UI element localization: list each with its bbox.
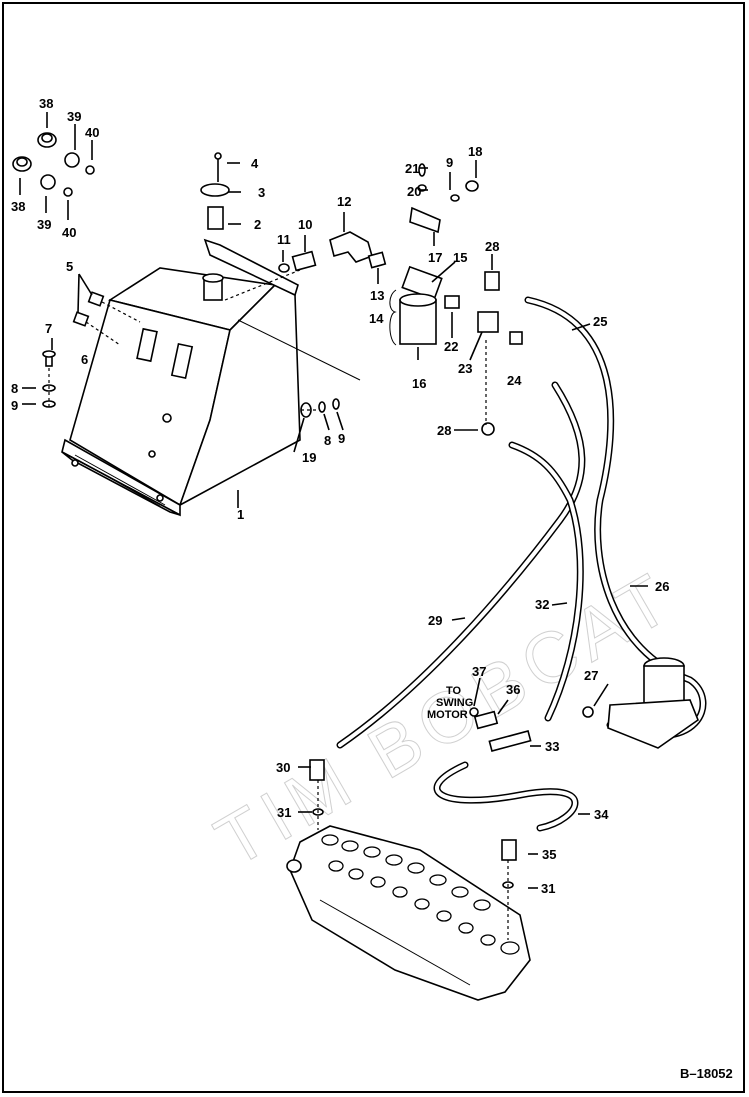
label-23: 23 <box>458 361 472 376</box>
control-valve <box>286 825 531 1001</box>
figure-number: B–18052 <box>680 1066 733 1081</box>
label-30: 30 <box>276 760 290 775</box>
label-3: 3 <box>258 185 265 200</box>
label-10: 10 <box>298 217 312 232</box>
swing-note-line-2: SWING <box>436 697 473 709</box>
label-36: 36 <box>506 682 520 697</box>
label-29: 29 <box>428 613 442 628</box>
label-11: 11 <box>277 232 291 247</box>
swing-motor-note: TO SWING MOTOR <box>427 685 473 721</box>
label-38-bottom: 38 <box>11 199 25 214</box>
label-9-left: 9 <box>11 398 18 413</box>
label-16: 16 <box>412 376 426 391</box>
label-6: 6 <box>81 352 88 367</box>
label-20: 20 <box>407 184 421 199</box>
label-40-bottom: 40 <box>62 225 76 240</box>
leader-lines <box>19 112 648 940</box>
label-39-bottom: 39 <box>37 217 51 232</box>
label-38-top: 38 <box>39 96 53 111</box>
label-4: 4 <box>251 156 259 171</box>
label-34: 34 <box>594 807 609 822</box>
label-13: 13 <box>370 288 384 303</box>
callout-labels: 1 2 3 4 5 6 7 8 8 9 9 9 10 11 12 13 14 1… <box>11 96 669 896</box>
label-17: 17 <box>428 250 442 265</box>
label-28-top: 28 <box>485 239 499 254</box>
swing-note-line-3: MOTOR <box>427 709 468 721</box>
label-18: 18 <box>468 144 482 159</box>
label-9-right: 9 <box>338 431 345 446</box>
label-37: 37 <box>472 664 486 679</box>
label-26: 26 <box>655 579 669 594</box>
label-35: 35 <box>542 847 556 862</box>
label-27: 27 <box>584 668 598 683</box>
label-32: 32 <box>535 597 549 612</box>
label-2: 2 <box>254 217 261 232</box>
label-40-top: 40 <box>85 125 99 140</box>
swing-note-line-1: TO <box>446 685 462 697</box>
label-25: 25 <box>593 314 607 329</box>
label-14: 14 <box>369 311 384 326</box>
label-28-bottom: 28 <box>437 423 451 438</box>
label-33: 33 <box>545 739 559 754</box>
hoses <box>336 296 707 832</box>
label-24: 24 <box>507 373 522 388</box>
hardware-items <box>12 132 699 889</box>
label-21: 21 <box>405 161 419 176</box>
label-1: 1 <box>237 507 244 522</box>
label-22: 22 <box>444 339 458 354</box>
label-9-top: 9 <box>446 155 453 170</box>
label-31-right: 31 <box>541 881 555 896</box>
label-5: 5 <box>66 259 73 274</box>
label-7: 7 <box>45 321 52 336</box>
label-31-left: 31 <box>277 805 291 820</box>
label-8-right: 8 <box>324 433 331 448</box>
label-12: 12 <box>337 194 351 209</box>
label-19: 19 <box>302 450 316 465</box>
label-8-left: 8 <box>11 381 18 396</box>
label-39-top: 39 <box>67 109 81 124</box>
hydraulic-tank <box>61 238 301 517</box>
label-15: 15 <box>453 250 467 265</box>
